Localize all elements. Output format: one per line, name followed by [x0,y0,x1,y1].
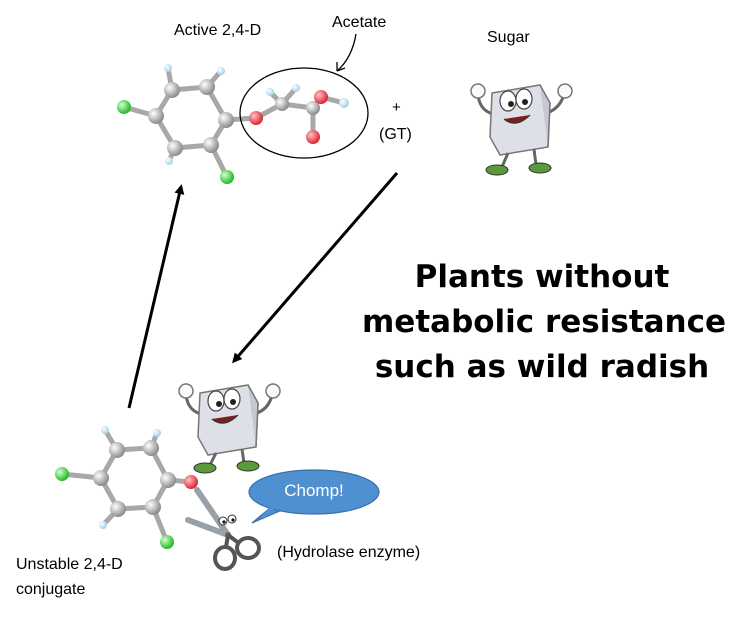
active-24d-label: Active 2,4-D [174,22,262,39]
headline-line-1: Plants without [414,259,670,295]
headline: Plants without metabolic resistance such… [362,255,727,390]
unstable-label-line-1: Unstable 2,4-D [16,556,123,573]
unstable-label-line-2: conjugate [16,581,86,598]
acetate-pointer [336,33,357,72]
sugar-cube-character-icon [470,83,573,176]
headline-line-3: such as wild radish [374,349,710,385]
hydrolase-label: (Hydrolase enzyme) [277,544,421,561]
gt-label: (GT) [379,126,412,143]
speech-bubble-icon [248,469,380,524]
sugar-cube-conjugate-icon [178,383,281,474]
active-24d-molecule [117,64,349,184]
arrow-to-active [127,184,185,409]
headline-line-2: metabolic resistance [362,304,727,340]
chomp-text: Chomp! [284,481,344,500]
plus-sign: + [392,99,401,116]
acetate-ellipse [239,67,369,159]
unstable-conjugate-molecule [55,426,198,549]
arrow-to-conjugate [232,172,399,364]
sugar-label: Sugar [487,29,530,46]
scissors-character-icon [185,487,261,571]
acetate-label: Acetate [332,14,387,31]
